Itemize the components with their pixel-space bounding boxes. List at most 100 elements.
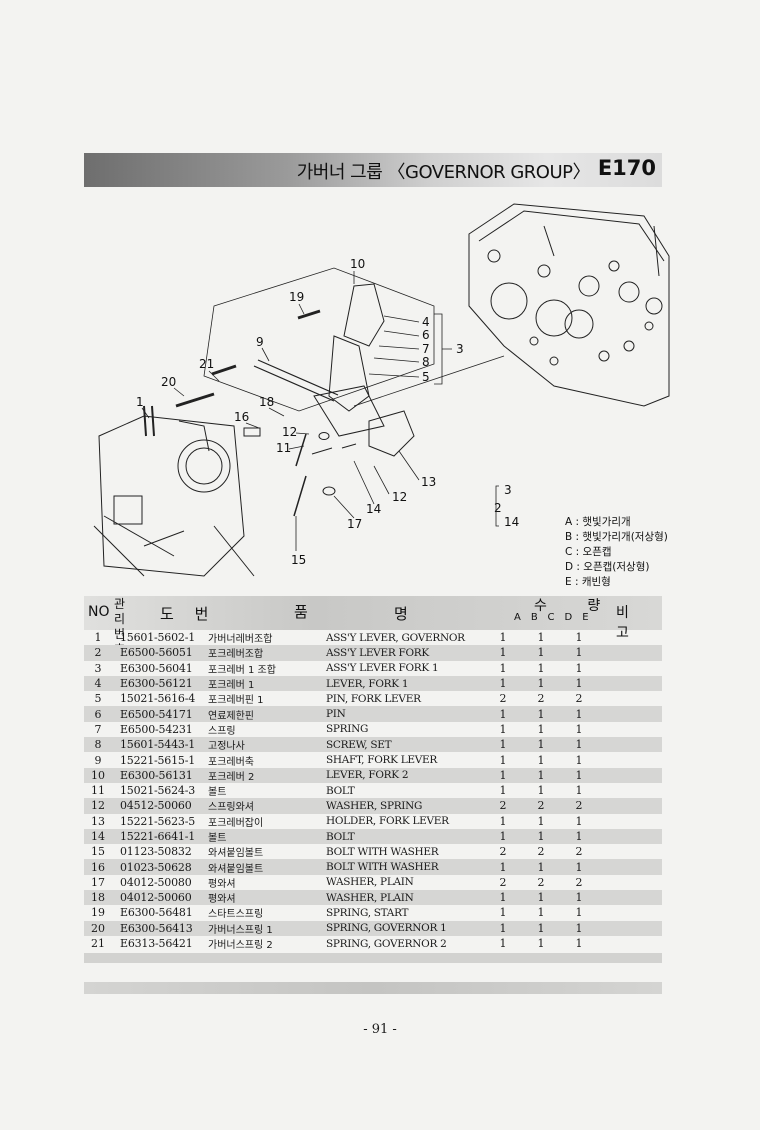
row-english-name: SHAFT, FORK LEVER bbox=[326, 754, 438, 767]
legend-item: A : 햇빛가리개 bbox=[565, 516, 631, 528]
row-part-number: 15021-5616-4 bbox=[120, 692, 196, 706]
row-english-name: SCREW, SET bbox=[326, 737, 484, 753]
row-qty-e: 1 bbox=[560, 859, 598, 875]
header-qty: 수 량 bbox=[534, 598, 619, 614]
row-remark bbox=[598, 859, 662, 875]
row-no: 17 bbox=[91, 875, 105, 889]
row-qty-a: 1 bbox=[499, 661, 507, 675]
svg-text:16: 16 bbox=[234, 410, 249, 424]
row-no: 8 bbox=[84, 737, 112, 753]
row-remark bbox=[598, 875, 662, 890]
header-remark: 비 고 bbox=[616, 605, 637, 641]
row-qty-e: 2 bbox=[575, 692, 583, 706]
row-qty-e: 1 bbox=[560, 767, 598, 783]
row-no: 7 bbox=[94, 722, 102, 736]
row-qty-c: 1 bbox=[522, 737, 560, 753]
row-korean-name: 스프링와셔 bbox=[208, 798, 326, 814]
row-remark bbox=[598, 828, 662, 845]
row-qty-e: 1 bbox=[575, 631, 583, 645]
row-qty-a: 2 bbox=[499, 692, 507, 706]
legend-item: C : 오픈캡 bbox=[565, 546, 612, 558]
row-korean-name: 가버너스프링 1 bbox=[208, 920, 326, 936]
row-qty-c: 1 bbox=[522, 645, 560, 661]
row-english-name: LEVER, FORK 1 bbox=[326, 675, 484, 692]
row-qty-a: 1 bbox=[499, 631, 507, 645]
row-qty-c: 1 bbox=[522, 706, 560, 722]
row-qty-e: 1 bbox=[560, 920, 598, 936]
row-korean-name: 볼트 bbox=[208, 828, 326, 845]
row-qty-e: 1 bbox=[560, 890, 598, 906]
row-qty-c: 2 bbox=[537, 875, 545, 889]
row-remark bbox=[598, 890, 662, 906]
row-qty-e: 1 bbox=[575, 722, 583, 736]
row-part-number: E6500-54171 bbox=[112, 706, 208, 722]
row-qty-c: 1 bbox=[522, 920, 560, 936]
row-english-name: WASHER, SPRING bbox=[326, 798, 484, 814]
row-qty-a: 1 bbox=[484, 920, 522, 936]
row-korean-name: 스타트스프링 bbox=[208, 909, 264, 921]
row-qty-a: 1 bbox=[484, 890, 522, 906]
model-legend: A : 햇빛가리개 B : 햇빛가리개(저상형) C : 오픈캡 D : 오픈캡… bbox=[565, 515, 668, 590]
row-qty-a: 1 bbox=[499, 906, 507, 920]
svg-text:6: 6 bbox=[422, 328, 430, 342]
row-qty-e: 2 bbox=[575, 875, 583, 889]
legend-item: D : 오픈캡(저상형) bbox=[565, 561, 650, 573]
row-no: 21 bbox=[91, 937, 105, 951]
row-remark bbox=[598, 661, 662, 676]
row-qty-c: 1 bbox=[537, 753, 545, 767]
svg-text:1: 1 bbox=[136, 395, 144, 409]
row-no: 19 bbox=[91, 906, 105, 920]
row-english-name: ASS'Y LEVER, GOVERNOR bbox=[326, 631, 465, 644]
leader-lines bbox=[141, 271, 499, 551]
row-part-number: 15221-6641-1 bbox=[112, 828, 208, 845]
row-no: 2 bbox=[84, 645, 112, 661]
col-c: C bbox=[547, 612, 565, 623]
row-no: 10 bbox=[84, 767, 112, 783]
row-remark bbox=[598, 905, 662, 920]
row-qty-a: 1 bbox=[484, 828, 522, 845]
row-korean-name: 와셔붙임볼트 bbox=[208, 859, 326, 875]
section-title: 가버너 그룹 〈GOVERNOR GROUP〉 bbox=[296, 162, 591, 183]
svg-text:13: 13 bbox=[421, 475, 436, 489]
row-part-number: E6300-56413 bbox=[112, 920, 208, 936]
row-english-name: LEVER, FORK 2 bbox=[326, 767, 484, 783]
row-qty-c: 1 bbox=[537, 937, 545, 951]
row-english-name: SPRING, GOVERNOR 2 bbox=[326, 937, 447, 950]
svg-text:4: 4 bbox=[422, 315, 430, 329]
row-no: 18 bbox=[84, 890, 112, 906]
row-qty-e: 1 bbox=[575, 814, 583, 828]
legend-item: B : 햇빛가리개(저상형) bbox=[565, 531, 668, 543]
row-remark bbox=[598, 691, 662, 706]
header-name: 명 bbox=[394, 605, 408, 623]
row-qty-a: 1 bbox=[499, 722, 507, 736]
row-qty-c: 2 bbox=[537, 845, 545, 859]
row-english-name: BOLT bbox=[326, 784, 355, 797]
row-qty-a: 1 bbox=[484, 675, 522, 692]
row-no: 15 bbox=[91, 845, 105, 859]
row-remark bbox=[598, 706, 662, 722]
row-qty-c: 1 bbox=[537, 722, 545, 736]
table-bottom-band bbox=[84, 953, 662, 963]
row-remark bbox=[598, 752, 662, 767]
row-part-number: E6300-56121 bbox=[112, 675, 208, 692]
row-qty-c: 1 bbox=[522, 767, 560, 783]
row-english-name: WASHER, PLAIN bbox=[326, 876, 414, 889]
row-part-number: 15021-5624-3 bbox=[120, 784, 196, 798]
row-qty-c: 1 bbox=[537, 784, 545, 798]
row-remark bbox=[598, 844, 662, 859]
svg-text:7: 7 bbox=[422, 342, 430, 356]
row-part-number: 15221-5623-5 bbox=[120, 814, 196, 828]
row-english-name: WASHER, PLAIN bbox=[326, 890, 484, 906]
row-qty-e: 1 bbox=[560, 675, 598, 692]
row-remark bbox=[598, 920, 662, 936]
row-korean-name: 포크레버핀 1 bbox=[208, 695, 264, 707]
